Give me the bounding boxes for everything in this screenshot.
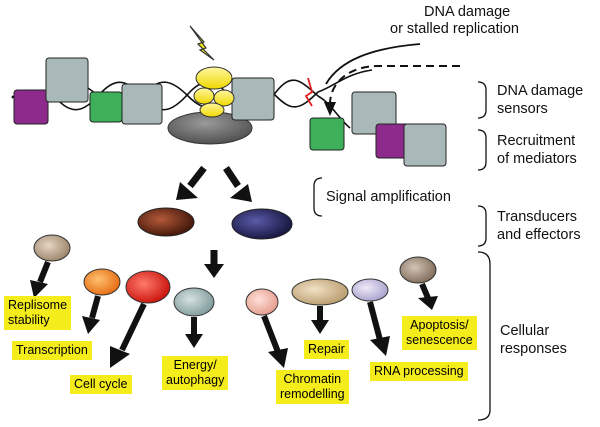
response-energy-line1: Energy/	[173, 358, 217, 372]
response-energy-autophagy: Energy/ autophagy	[162, 356, 229, 390]
arrow-to-replisome	[30, 260, 51, 298]
effector-grey-blue	[173, 287, 215, 317]
yellow-protein-right	[213, 89, 235, 107]
arrow-to-cell-cycle	[110, 302, 147, 368]
effector-orange	[83, 268, 121, 296]
yellow-protein-bottom	[199, 102, 225, 118]
damage-label-line2: or stalled replication	[390, 21, 519, 37]
dna-fork-upper	[317, 69, 373, 93]
response-replisome-line1: Replisome	[8, 298, 68, 312]
response-rna-processing: RNA processing	[370, 362, 468, 381]
arrow-sensors-to-transducers-left	[176, 165, 207, 200]
bracket-responses	[477, 251, 491, 421]
response-transcription: Transcription	[12, 341, 92, 360]
yellow-protein-left	[193, 87, 215, 105]
response-chromatin-remodelling: Chromatin remodelling	[276, 370, 349, 404]
stage-sensors-line1: DNA damage	[497, 83, 584, 99]
lightning-icon	[189, 25, 215, 61]
response-repair-line1: Repair	[308, 342, 345, 356]
effector-pink	[245, 288, 279, 316]
sensor-green-fork	[309, 117, 345, 151]
fork-dashed-arrowhead	[324, 102, 336, 116]
arrow-sensors-to-transducers-right	[223, 166, 252, 202]
stage-sensors-line2: sensors	[497, 101, 548, 117]
yellow-protein-top	[195, 66, 233, 90]
stage-transducers-line2: and effectors	[497, 227, 581, 243]
stage-responses: Cellular responses	[500, 322, 567, 358]
arrow-transducers-to-effectors	[204, 250, 224, 278]
arrow-to-apoptosis	[418, 282, 438, 310]
sensor-purple-left	[13, 89, 49, 125]
bracket-transducers	[477, 205, 487, 247]
response-repair: Repair	[304, 340, 349, 359]
response-transcription-line1: Transcription	[16, 343, 88, 357]
effector-lavender	[351, 278, 389, 302]
response-energy-line2: autophagy	[166, 373, 225, 387]
transducer-navy	[231, 208, 293, 240]
response-replisome-stability: Replisome stability	[4, 296, 72, 330]
response-cell-cycle-line1: Cell cycle	[74, 377, 128, 391]
sensor-grey-far-right	[403, 123, 447, 167]
sensor-grey-top-left	[45, 57, 89, 103]
bracket-sensors	[477, 81, 487, 119]
bracket-amplification	[313, 177, 323, 217]
stage-mediators: Recruitment of mediators	[497, 132, 577, 168]
arrow-to-rna	[367, 301, 390, 356]
response-chromatin-line1: Chromatin	[283, 372, 342, 386]
sensor-grey-mid-left	[121, 83, 163, 125]
effector-tan2	[291, 278, 349, 306]
transducer-brown	[137, 207, 195, 237]
stage-mediators-line2: of mediators	[497, 151, 577, 167]
stage-transducers: Transducers and effectors	[497, 208, 581, 244]
arrow-to-transcription	[82, 295, 101, 334]
response-replisome-line2: stability	[8, 313, 50, 327]
stage-amplification: Signal amplification	[326, 188, 451, 206]
stage-transducers-line1: Transducers	[497, 209, 578, 225]
bracket-mediators	[477, 129, 487, 171]
fork-dashed-arrow	[329, 65, 460, 105]
response-apoptosis-line1: Apoptosis/	[410, 318, 469, 332]
response-rna-line1: RNA processing	[374, 364, 464, 378]
response-chromatin-line2: remodelling	[280, 387, 345, 401]
stage-amplification-line1: Signal amplification	[326, 189, 451, 205]
damage-label-line1: DNA damage	[424, 4, 511, 20]
response-cell-cycle: Cell cycle	[70, 375, 132, 394]
sensor-green-left	[89, 91, 123, 123]
effector-tan	[33, 234, 71, 262]
response-apoptosis-line2: senescence	[406, 333, 473, 347]
stage-responses-line1: Cellular	[500, 323, 550, 339]
arrow-to-energy	[185, 317, 203, 348]
stage-sensors: DNA damage sensors	[497, 82, 583, 118]
dna-fork-lower	[317, 95, 351, 129]
arrow-to-repair	[311, 306, 329, 334]
sensor-grey-mid-right	[231, 77, 275, 121]
damage-label: DNA damage or stalled replication	[390, 4, 600, 38]
effector-taupe	[399, 256, 437, 284]
stage-responses-line2: responses	[500, 341, 567, 357]
response-apoptosis-senescence: Apoptosis/ senescence	[402, 316, 477, 350]
stage-mediators-line1: Recruitment	[497, 133, 576, 149]
effector-red	[125, 270, 171, 304]
arrow-to-chromatin	[261, 314, 288, 368]
dna-lesion	[304, 77, 314, 107]
fork-solid-arrow	[325, 43, 421, 85]
